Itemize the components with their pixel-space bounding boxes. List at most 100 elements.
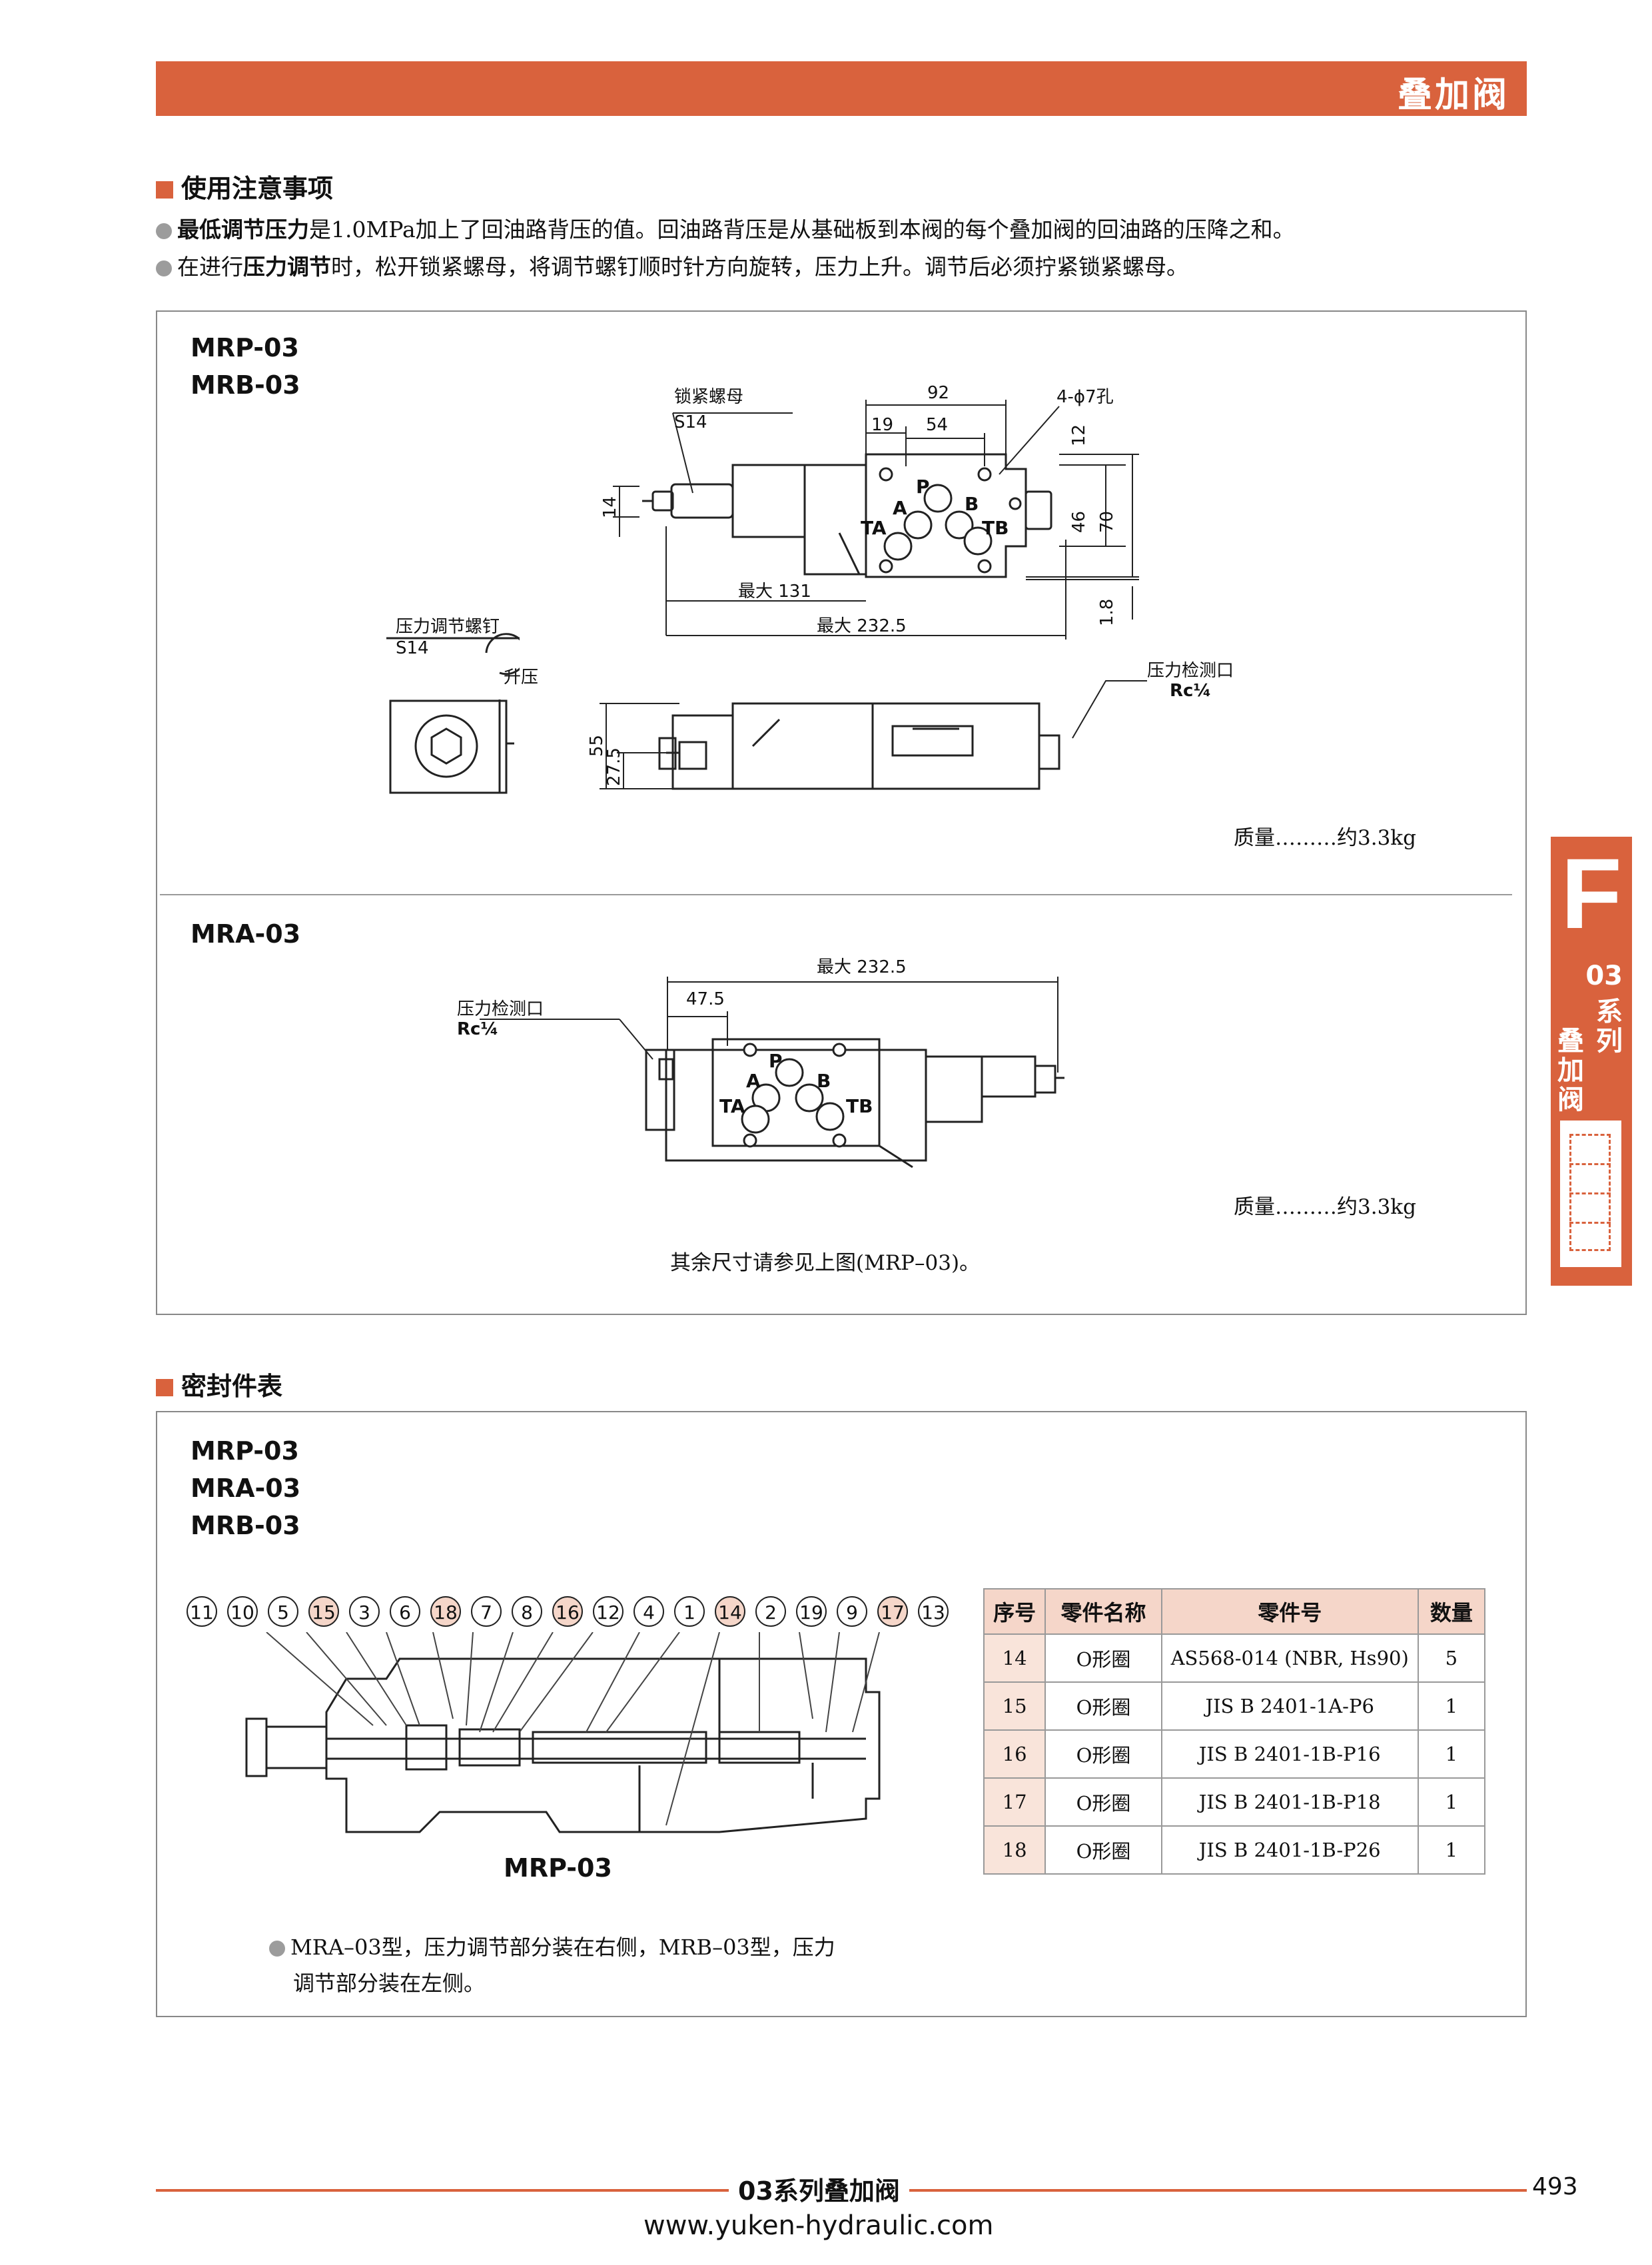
footer-url: www.yuken-hydraulic.com <box>643 2210 994 2241</box>
port-tb-label: TB <box>982 517 1009 539</box>
callout-bubble: 7 <box>471 1596 502 1627</box>
dim-19: 19 <box>871 415 893 435</box>
callout-bubble: 16 <box>552 1596 583 1627</box>
port-b-label: B <box>965 493 979 515</box>
tab-name-3: 阀 <box>1557 1085 1584 1115</box>
callout-bubble: 19 <box>796 1596 827 1627</box>
callout-bubble: 13 <box>918 1596 949 1627</box>
mrp-mass: 质量………约3.3kg <box>1234 826 1416 850</box>
callout-bubble: 18 <box>430 1596 461 1627</box>
page-number: 493 <box>1532 2173 1578 2200</box>
side-view-drawing: 55 27.5 <box>587 702 1060 790</box>
bullet-icon <box>269 1941 285 1957</box>
mra-port-tb: TB <box>846 1095 873 1117</box>
dim-18: 1.8 <box>1097 599 1117 626</box>
tab-series: 03 <box>1585 961 1623 991</box>
tab-letter: F <box>1561 837 1622 949</box>
mra-gauge-port-size: Rc¼ <box>457 1019 499 1039</box>
dim-275: 27.5 <box>604 747 624 786</box>
mra-port-ta: TA <box>719 1095 745 1117</box>
callout-bubble: 15 <box>308 1596 339 1627</box>
bullet-icon <box>156 260 172 276</box>
mra-dim-475: 47.5 <box>686 989 725 1009</box>
callout-bubble: 17 <box>877 1596 908 1627</box>
stack-icon <box>1560 1121 1621 1267</box>
mra-gauge-port-label: 压力检测口 <box>457 999 544 1019</box>
dim-92: 92 <box>927 383 949 403</box>
section-marker-icon <box>156 1379 173 1396</box>
mra-port-a: A <box>746 1070 761 1092</box>
callout-bubble: 2 <box>755 1596 786 1627</box>
port-ta-icon <box>883 532 913 561</box>
footer-title: 03系列叠加阀 <box>729 2170 909 2207</box>
port-a-label: A <box>893 497 907 519</box>
port-a-icon <box>903 510 933 540</box>
gauge-port-leader <box>1072 680 1147 739</box>
lock-nut-size: S14 <box>674 412 707 432</box>
holes-label: 4-ϕ7孔 <box>1056 387 1114 407</box>
gauge-port-size: Rc¼ <box>1170 681 1212 701</box>
tab-name-1: 叠 <box>1557 1026 1584 1057</box>
rotate-arrow-icon <box>485 633 520 676</box>
port-b-icon <box>945 510 974 540</box>
callout-bubble: 1 <box>674 1596 705 1627</box>
section-caption: MRP-03 <box>504 1853 612 1883</box>
side-tab: F 03 系 列 叠 加 阀 <box>1551 837 1632 1286</box>
precaution-note-2: 在进行压力调节时，松开锁紧螺母，将调节螺钉顺时针方向旋转，压力上升。调节后必须拧… <box>156 249 1188 281</box>
callout-bubble: 14 <box>715 1596 745 1627</box>
top-view-drawing: P A B TA TB 92 19 54 最大 131 最大 232.5 锁紧螺… <box>600 383 1139 640</box>
callout-bubble: 9 <box>837 1596 867 1627</box>
section-marker-icon <box>156 181 173 199</box>
col-part-name: 零件名称 <box>1044 1588 1162 1635</box>
col-part-no: 零件号 <box>1160 1588 1419 1635</box>
mount-hole-icon <box>879 467 893 482</box>
seals-title: 密封件表 <box>156 1366 282 1402</box>
mra-drawing: P A B TA TB 最大 232.5 47.5 <box>480 957 1064 1168</box>
end-view-drawing <box>386 633 520 794</box>
mra-port-b: B <box>817 1070 831 1092</box>
callout-bubble: 6 <box>390 1596 420 1627</box>
bullet-icon <box>156 223 172 239</box>
section-drawing <box>245 1632 881 1833</box>
dim-46: 46 <box>1069 511 1089 533</box>
mra-dim-max2325: 最大 232.5 <box>817 957 907 977</box>
dim-max2325: 最大 232.5 <box>817 616 907 636</box>
port-ta-label: TA <box>861 517 887 539</box>
callout-bubble: 12 <box>593 1596 623 1627</box>
callout-bubble: 5 <box>268 1596 298 1627</box>
mra-model: MRA-03 <box>191 919 301 949</box>
divider <box>160 894 1512 895</box>
col-no: 序号 <box>983 1588 1046 1635</box>
callout-bubble: 11 <box>187 1596 217 1627</box>
mra-port-p: P <box>769 1050 783 1072</box>
seal-table-header: 序号 零件名称 零件号 数量 <box>983 1588 1486 1635</box>
increase-label: 升压 <box>504 668 539 687</box>
dim-14: 14 <box>600 496 620 518</box>
dim-12: 12 <box>1069 424 1089 446</box>
port-tb-icon <box>963 526 993 556</box>
tab-series-word2: 列 <box>1596 1026 1623 1057</box>
dimensions-box <box>156 310 1527 1315</box>
col-qty: 数量 <box>1417 1588 1486 1635</box>
precautions-title: 使用注意事项 <box>156 168 333 205</box>
gauge-port-label: 压力检测口 <box>1147 661 1234 681</box>
adj-screw-size: S14 <box>396 638 429 658</box>
precaution-note-1: 最低调节压力是1.0MPa加上了回油路背压的值。回油路背压是从基础板到本阀的每个… <box>156 212 1295 244</box>
port-p-label: P <box>916 476 930 498</box>
callout-bubble: 4 <box>633 1596 664 1627</box>
callout-bubble: 3 <box>349 1596 380 1627</box>
mra-mass: 质量………约3.3kg <box>1234 1195 1416 1219</box>
dim-70: 70 <box>1097 511 1117 533</box>
seal-models: MRP-03 MRA-03 MRB-03 <box>191 1436 301 1540</box>
dims-models: MRP-03 MRB-03 <box>191 333 300 400</box>
seal-note: MRA–03型，压力调节部分装在右侧，MRB–03型，压力 调节部分装在左侧。 <box>269 1931 835 1997</box>
other-dims-note: 其余尺寸请参见上图(MRP–03)。 <box>670 1251 981 1275</box>
tab-name-2: 加 <box>1557 1055 1584 1086</box>
